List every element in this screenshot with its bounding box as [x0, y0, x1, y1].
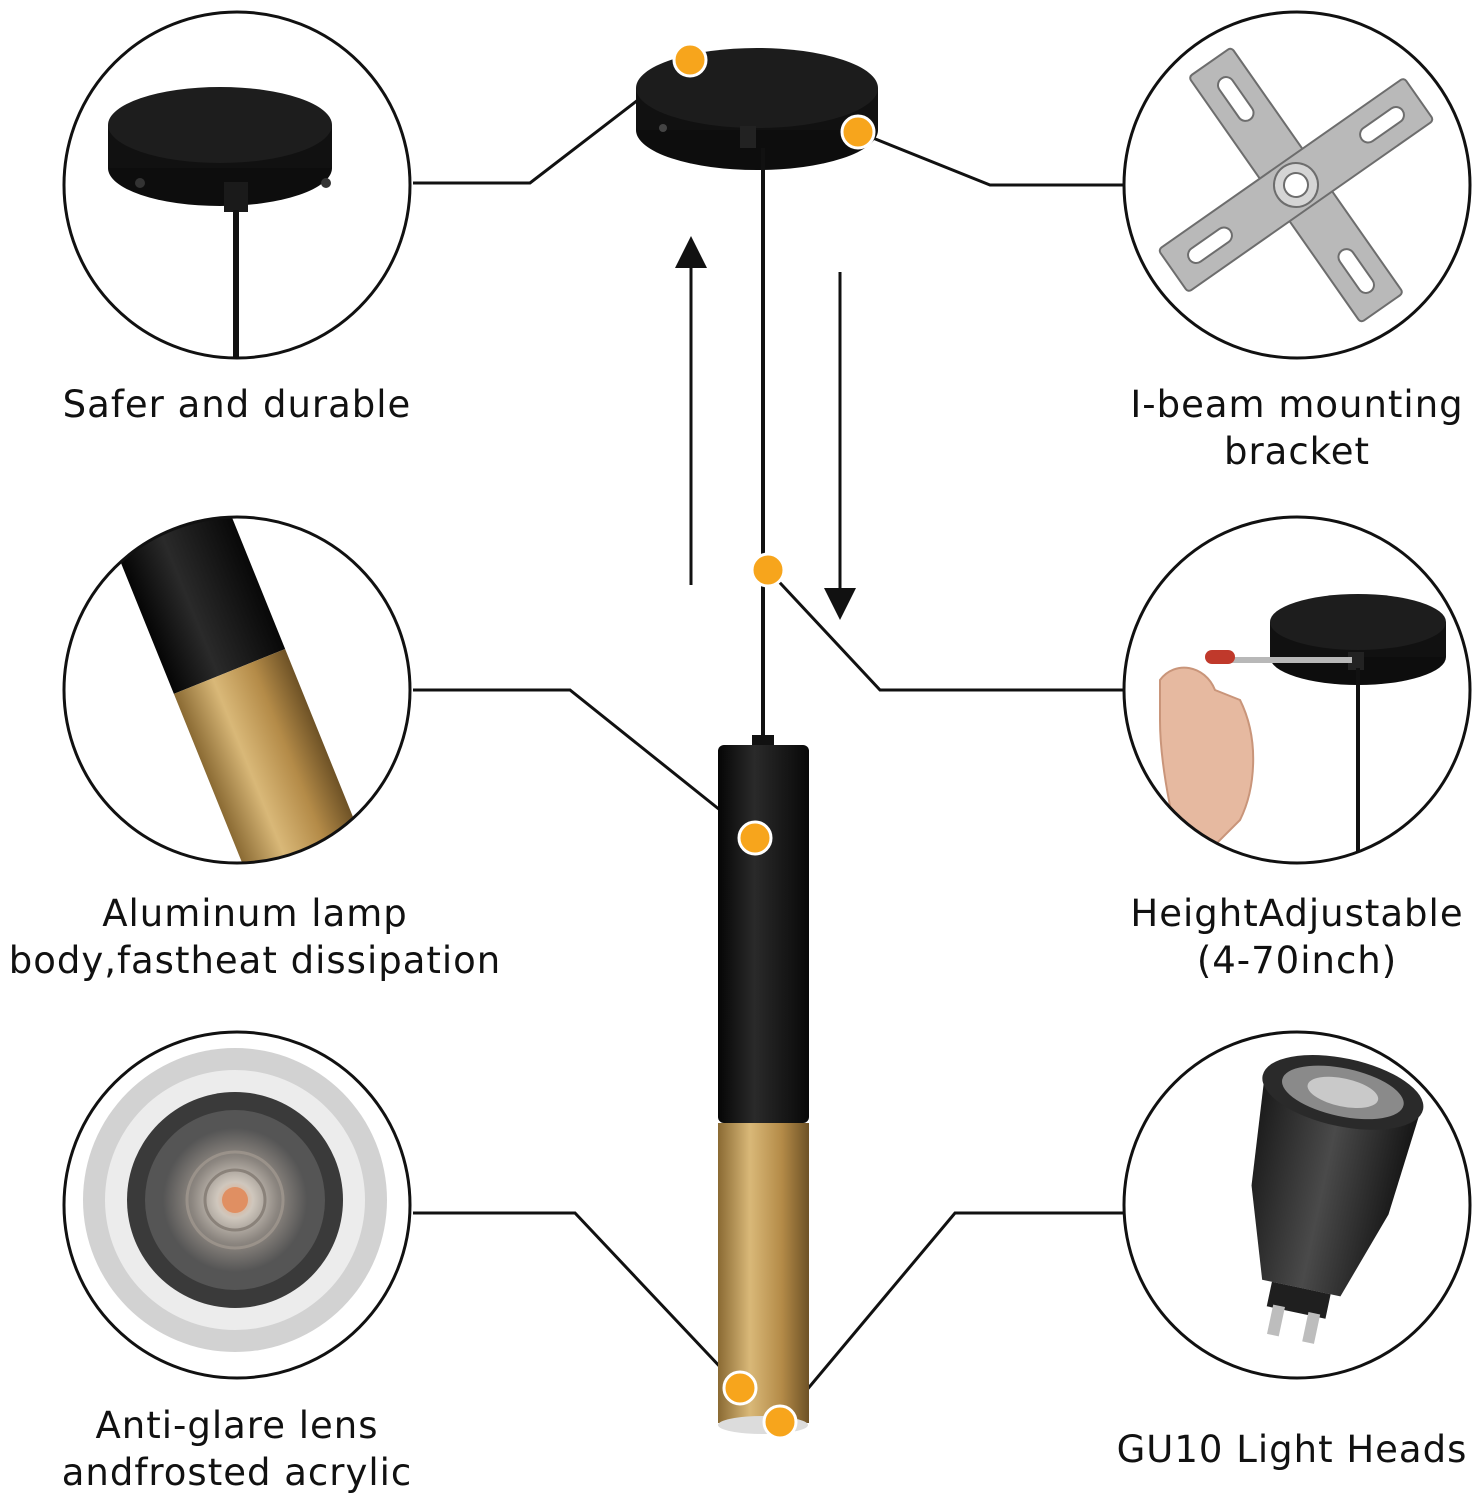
label-aluminum-body-line1: Aluminum lamp [102, 892, 408, 935]
label-safer-durable-line1: Safer and durable [62, 383, 412, 426]
label-mounting-bracket-line1: I-beam mounting [1130, 383, 1464, 426]
connector-mounting-bracket [857, 130, 1124, 187]
dot-anti-glare [722, 1370, 758, 1406]
label-mounting-bracket: I-beam mounting bracket [1107, 381, 1479, 475]
label-anti-glare: Anti-glare lens andfrosted acrylic [37, 1402, 437, 1496]
dot-mounting-bracket [840, 114, 876, 150]
label-height-adjustable: HeightAdjustable (4-70inch) [1107, 890, 1479, 984]
detail-circle-lamp-body [62, 515, 412, 865]
detail-circle-height [1122, 515, 1472, 865]
dot-safer-durable [672, 42, 708, 78]
connector-anti-glare [413, 1211, 742, 1390]
callout-dots [672, 42, 876, 1440]
mounting-bracket-icon [1158, 47, 1434, 323]
label-mounting-bracket-line2: bracket [1223, 430, 1371, 473]
gu10-bulb-icon [1251, 1055, 1424, 1344]
dot-gu10 [762, 1404, 798, 1440]
connector-height-adjustable [766, 568, 1124, 692]
label-aluminum-body-line2: body,fastheat dissipation [8, 939, 502, 982]
hand-icon [1159, 666, 1255, 851]
detail-circle-lens [62, 1030, 412, 1380]
arrow-down-icon [824, 588, 856, 620]
label-height-adjustable-line1: HeightAdjustable [1130, 892, 1464, 935]
arrow-up-icon [675, 236, 707, 268]
canopy-top [636, 48, 878, 128]
detail-circle-canopy [62, 10, 412, 360]
detail-circle-bracket [1122, 10, 1472, 360]
detail-circle-gu10 [1122, 1030, 1472, 1380]
cord-grip [740, 126, 756, 148]
label-aluminum-body: Aluminum lamp body,fastheat dissipation [0, 890, 510, 984]
label-anti-glare-line2: andfrosted acrylic [61, 1451, 413, 1494]
label-gu10-line1: GU10 Light Heads [1116, 1428, 1468, 1471]
lamp-body-black [718, 745, 809, 1123]
dot-aluminum-body [737, 820, 773, 856]
label-anti-glare-line1: Anti-glare lens [95, 1404, 379, 1447]
canopy-top-closeup [108, 87, 332, 163]
label-safer-durable: Safer and durable [37, 381, 437, 428]
height-arrows [675, 236, 856, 620]
label-gu10: GU10 Light Heads [1107, 1426, 1477, 1473]
pendant-lamp [636, 48, 878, 1434]
connector-aluminum-body [413, 688, 756, 840]
dot-height-adjustable [750, 552, 786, 588]
connector-gu10 [778, 1211, 1124, 1423]
label-height-adjustable-line2: (4-70inch) [1196, 939, 1398, 982]
